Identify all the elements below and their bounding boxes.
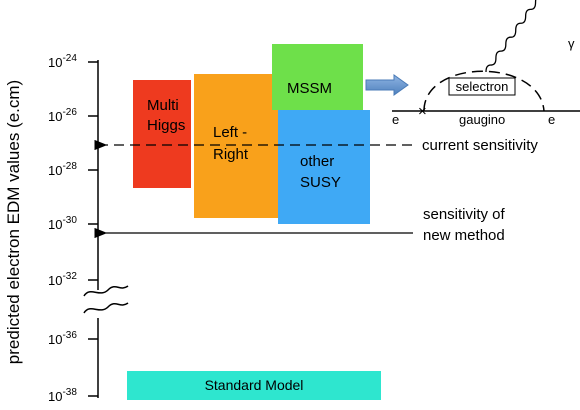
left-right-label-line1: Left -	[213, 124, 247, 141]
new-method-label-line1: sensitivity of	[423, 206, 506, 223]
current-sensitivity-label: current sensitivity	[422, 137, 538, 154]
left-right-label-line2: Right	[213, 146, 249, 163]
photon-wavy-line	[485, 0, 547, 73]
selectron-loop	[423, 70, 545, 112]
feynman-diagram: × selectron gaugino e e γ	[392, 0, 580, 127]
other-susy-box	[278, 110, 370, 224]
axis-break-mark-upper	[83, 285, 129, 297]
multi-higgs-label-line2: Higgs	[147, 117, 185, 134]
tick-label: 10-28	[48, 161, 77, 178]
tick-label: 10-36	[48, 330, 77, 347]
tick-label: 10-32	[48, 271, 77, 288]
tick-label: 10-38	[48, 387, 77, 404]
gaugino-label: gaugino	[459, 112, 505, 127]
tick-label: 10-24	[48, 53, 77, 70]
cross-vertex-icon: ×	[418, 103, 427, 120]
tick-label: 10-30	[48, 215, 77, 232]
other-susy-label-line1: other	[300, 153, 334, 170]
mssm-box	[272, 44, 363, 110]
electron-right-label: e	[548, 112, 555, 127]
tick-label: 10-26	[48, 107, 77, 124]
multi-higgs-box	[133, 80, 191, 188]
standard-model-label: Standard Model	[205, 377, 304, 393]
axis-break-mark-lower	[83, 302, 129, 314]
selectron-label: selectron	[456, 79, 509, 94]
axis-ticks	[88, 61, 98, 397]
standard-model-box	[127, 371, 381, 400]
new-method-label-line2: new method	[423, 227, 505, 244]
left-right-box	[194, 74, 280, 218]
blue-arrow-icon	[365, 74, 409, 96]
mssm-label: MSSM	[287, 80, 332, 97]
axis-label: predicted electron EDM values (e.cm)	[4, 80, 23, 364]
axis-tick-labels: 10-24 10-26 10-28 10-30 10-32 10-36 10-3…	[48, 53, 77, 404]
other-susy-label-line2: SUSY	[300, 174, 341, 191]
multi-higgs-label-line1: Multi	[147, 97, 179, 114]
gamma-label: γ	[568, 36, 575, 51]
electron-left-label: e	[392, 112, 399, 127]
selectron-label-bg	[448, 77, 516, 96]
